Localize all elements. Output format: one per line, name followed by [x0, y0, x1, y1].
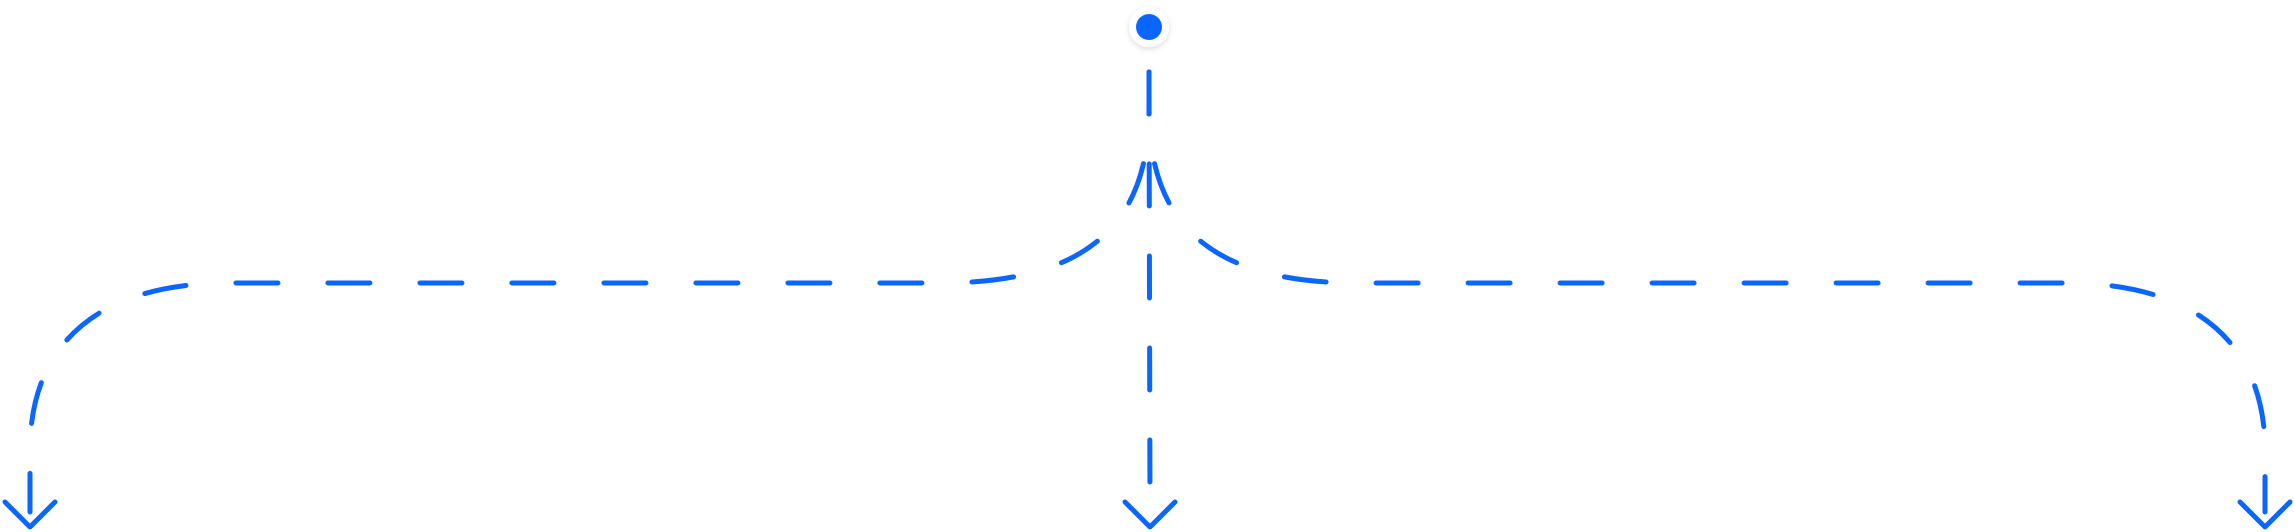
- connector-path-center: [1146, 69, 1153, 515]
- dot-node-icon: [1136, 14, 1162, 40]
- branch-center: [1122, 69, 1178, 530]
- connector-path-left: [27, 69, 1152, 515]
- branch-right: [1146, 69, 2293, 530]
- connector-path-right: [1146, 69, 2268, 515]
- chevron-down-icon: [2, 499, 58, 530]
- chevron-down-icon: [2237, 499, 2293, 530]
- branch-left: [2, 69, 1152, 530]
- chevron-down-icon: [1122, 499, 1178, 530]
- start-node: [1129, 7, 1169, 47]
